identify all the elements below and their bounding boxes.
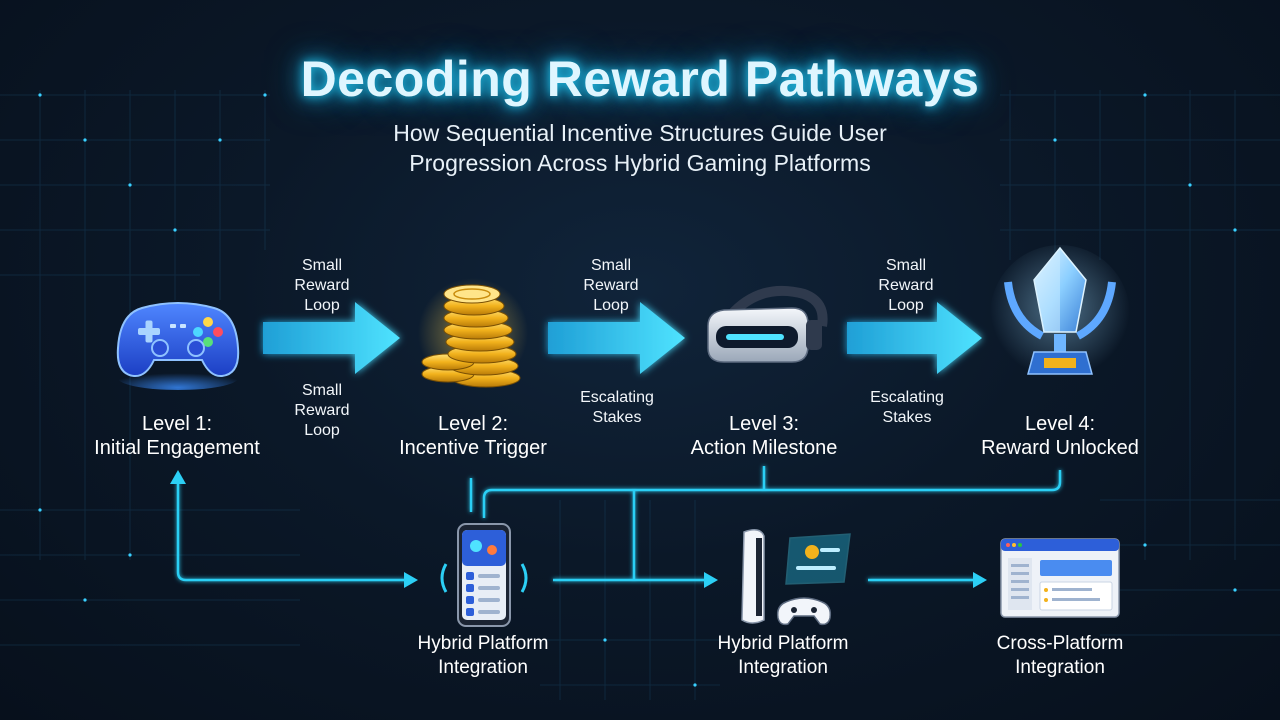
loop-2-line-3: Loop — [593, 297, 629, 314]
crystal-trophy-icon — [990, 245, 1130, 385]
flow-arrow-1 — [263, 302, 400, 374]
level-3-label: Level 3: Action Milestone — [654, 412, 874, 460]
loop-lower-line-2: Reward — [294, 402, 350, 419]
arrowhead-to-console — [704, 572, 718, 588]
platform-2-line-1: Hybrid Platform — [717, 633, 849, 654]
browser-window-icon — [1000, 538, 1120, 618]
page-title: Decoding Reward Pathways — [300, 51, 980, 107]
level-2-number: Level 2: — [437, 413, 509, 435]
escalating-2-line-1: Escalating — [870, 389, 944, 406]
platform-3-line-1: Cross-Platform — [996, 633, 1124, 654]
small-reward-loop-label: Small Reward Loop — [846, 256, 966, 316]
platform-3-label: Cross-Platform Integration — [950, 632, 1170, 680]
platform-1-line-1: Hybrid Platform — [417, 633, 549, 654]
connector-level1-to-phone — [176, 482, 408, 582]
level-2-name: Incentive Trigger — [399, 437, 547, 459]
level-1-label: Level 1: Initial Engagement — [67, 412, 287, 460]
arrowhead-to-browser — [973, 572, 987, 588]
platform-2-label: Hybrid Platform Integration — [673, 632, 893, 680]
level-2-label: Level 2: Incentive Trigger — [363, 412, 583, 460]
platform-1-line-2: Integration — [438, 657, 528, 678]
subtitle-line-1: How Sequential Incentive Structures Guid… — [393, 120, 887, 146]
flow-arrow-3 — [847, 302, 982, 374]
escalating-1-line-1: Escalating — [580, 389, 654, 406]
small-reward-loop-label-lower: Small Reward Loop — [262, 381, 382, 441]
small-reward-loop-label: Small Reward Loop — [262, 256, 382, 316]
subtitle-line-2: Progression Across Hybrid Gaming Platfor… — [409, 150, 871, 176]
gamepad-icon — [116, 302, 240, 390]
arrowhead-to-phone — [404, 572, 418, 588]
gold-coins-icon — [418, 278, 528, 388]
loop-3-line-2: Reward — [878, 277, 934, 294]
loop-lower-line-3: Loop — [304, 422, 340, 439]
level-3-name: Action Milestone — [690, 437, 838, 459]
platform-3-line-2: Integration — [1015, 657, 1105, 678]
escalating-2-line-2: Stakes — [882, 409, 932, 426]
loop-3-line-1: Small — [885, 257, 926, 274]
flow-arrow-2 — [548, 302, 685, 374]
console-icon — [741, 529, 851, 626]
level-4-label: Level 4: Reward Unlocked — [950, 412, 1170, 460]
escalating-1-line-2: Stakes — [592, 409, 642, 426]
level-4-name: Reward Unlocked — [981, 437, 1139, 459]
loop-2-line-2: Reward — [583, 277, 639, 294]
small-reward-loop-label: Small Reward Loop — [551, 256, 671, 316]
loop-1-line-1: Small — [301, 257, 342, 274]
connector-bus-top — [482, 470, 1062, 518]
escalating-stakes-label: Escalating Stakes — [557, 388, 677, 428]
platform-2-line-2: Integration — [738, 657, 828, 678]
platform-1-label: Hybrid Platform Integration — [373, 632, 593, 680]
smartphone-icon — [440, 523, 528, 627]
level-3-number: Level 3: — [728, 413, 800, 435]
loop-2-line-1: Small — [590, 257, 631, 274]
vr-headset-icon — [707, 285, 828, 363]
level-4-number: Level 4: — [1024, 413, 1096, 435]
level-1-number: Level 1: — [141, 413, 213, 435]
loop-1-line-3: Loop — [304, 297, 340, 314]
loop-3-line-3: Loop — [888, 297, 924, 314]
arrowhead-up-level1 — [170, 470, 186, 484]
loop-lower-line-1: Small — [301, 382, 342, 399]
loop-1-line-2: Reward — [294, 277, 350, 294]
page-subtitle: How Sequential Incentive Structures Guid… — [0, 118, 1280, 178]
escalating-stakes-label: Escalating Stakes — [847, 388, 967, 428]
level-1-name: Initial Engagement — [94, 437, 260, 459]
